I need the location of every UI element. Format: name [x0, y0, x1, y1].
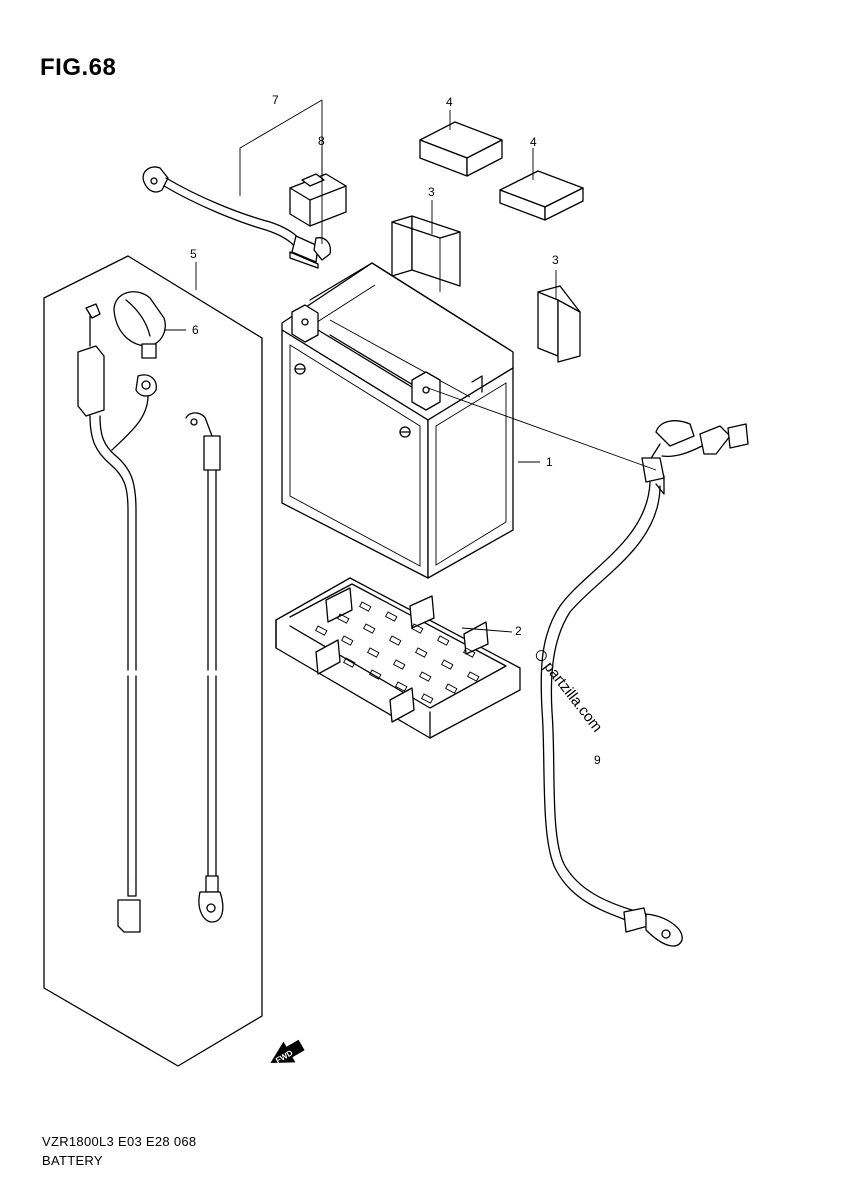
callout-2: 2 — [515, 624, 522, 638]
battery-part-1[interactable] — [281, 262, 514, 579]
callout-8: 8 — [318, 134, 325, 148]
callout-9: 9 — [594, 753, 601, 767]
callouts: 1 2 3 3 4 4 5 6 7 8 9 — [190, 93, 601, 767]
callout-1: 1 — [546, 455, 553, 469]
watermark-text: partzilla.com — [540, 659, 605, 736]
callout-4-lower: 4 — [530, 135, 537, 149]
figure-name: BATTERY — [42, 1153, 103, 1168]
positive-cable-part-7[interactable] — [142, 166, 332, 269]
pad-part-3-upper[interactable] — [391, 215, 461, 292]
terminal-cap-part-6[interactable] — [113, 291, 166, 359]
harness-group-part-5[interactable] — [43, 255, 263, 1067]
battery-tray-part-2[interactable] — [275, 577, 521, 739]
pad-part-3-lower[interactable] — [537, 285, 581, 363]
spacer-part-4-upper[interactable] — [419, 121, 503, 177]
callout-4-upper: 4 — [446, 95, 453, 109]
callout-7: 7 — [272, 93, 279, 107]
callout-6: 6 — [192, 323, 199, 337]
callout-3-lower: 3 — [552, 253, 559, 267]
spacer-part-4-lower[interactable] — [499, 170, 584, 221]
harness-group-outline — [43, 255, 263, 1067]
tray-slot-grid — [315, 601, 480, 704]
callout-3-upper: 3 — [428, 185, 435, 199]
negative-cable-part-9[interactable] — [540, 420, 749, 947]
fwd-arrow-icon: FWD — [270, 1039, 305, 1065]
terminal-cover-part-8[interactable] — [289, 173, 347, 227]
leader-lines — [164, 99, 657, 633]
callout-5: 5 — [190, 247, 197, 261]
figure-code: VZR1800L3 E03 E28 068 — [42, 1134, 197, 1149]
figure-title: FIG.68 — [40, 54, 117, 81]
